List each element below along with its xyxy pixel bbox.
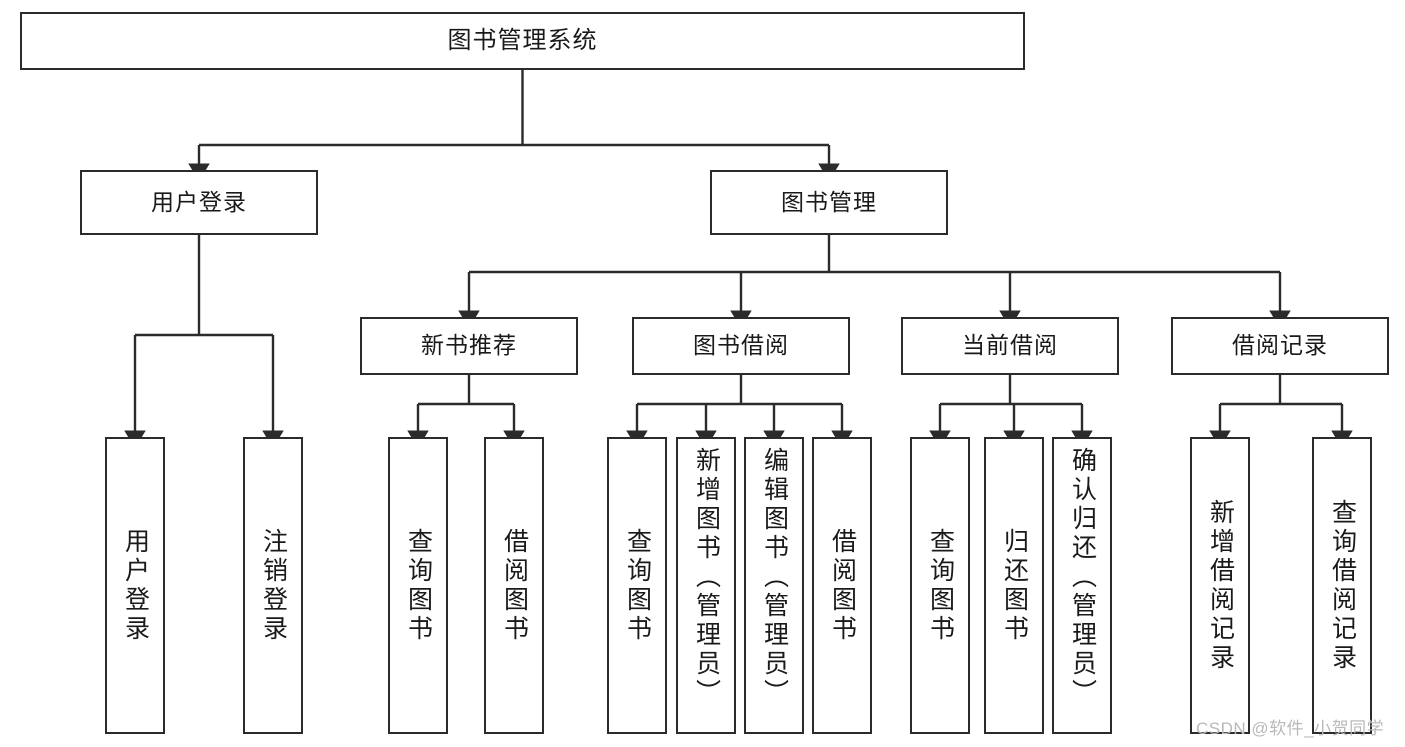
node-label: 查询图书	[926, 527, 955, 644]
node-leaf-borrow-book-2[interactable]: 借阅图书	[812, 437, 872, 734]
node-book-manage[interactable]: 图书管理	[710, 170, 948, 235]
node-leaf-query-book-3[interactable]: 查询图书	[910, 437, 970, 734]
node-book-borrow[interactable]: 图书借阅	[632, 317, 850, 375]
node-leaf-return-book[interactable]: 归还图书	[984, 437, 1044, 734]
node-label: 用户登录	[121, 527, 150, 644]
node-root[interactable]: 图书管理系统	[20, 12, 1025, 70]
node-leaf-confirm-return[interactable]: 确认归还（管理员）	[1052, 437, 1112, 734]
node-user-login[interactable]: 用户登录	[80, 170, 318, 235]
node-leaf-add-book[interactable]: 新增图书（管理员）	[676, 437, 736, 734]
node-label: 图书管理	[781, 188, 877, 215]
node-label: 查询图书	[404, 527, 433, 644]
node-label: 当前借阅	[962, 332, 1058, 359]
node-label: 查询借阅记录	[1328, 498, 1357, 673]
node-leaf-query-book-1[interactable]: 查询图书	[388, 437, 448, 734]
node-leaf-edit-book[interactable]: 编辑图书（管理员）	[744, 437, 804, 734]
node-leaf-user-logout[interactable]: 注销登录	[243, 437, 303, 734]
node-label: 借阅记录	[1232, 332, 1328, 359]
node-borrow-record[interactable]: 借阅记录	[1171, 317, 1389, 375]
node-label: 图书借阅	[693, 332, 789, 359]
node-label: 借阅图书	[500, 527, 529, 644]
node-leaf-query-record[interactable]: 查询借阅记录	[1312, 437, 1372, 734]
node-leaf-query-book-2[interactable]: 查询图书	[607, 437, 667, 734]
node-leaf-user-login[interactable]: 用户登录	[105, 437, 165, 734]
node-current-borrow[interactable]: 当前借阅	[901, 317, 1119, 375]
node-label: 注销登录	[259, 527, 288, 644]
csdn-watermark: CSDN @软件_小贺同学	[1196, 719, 1385, 738]
node-label: 图书管理系统	[447, 26, 598, 54]
node-label: 新书推荐	[421, 332, 517, 359]
node-label: 新增借阅记录	[1206, 498, 1235, 673]
node-new-book-recommend[interactable]: 新书推荐	[360, 317, 578, 375]
node-label: 查询图书	[623, 527, 652, 644]
node-label: 用户登录	[151, 188, 247, 215]
node-leaf-borrow-book-1[interactable]: 借阅图书	[484, 437, 544, 734]
node-label: 确认归还（管理员）	[1068, 447, 1097, 708]
node-label: 借阅图书	[828, 527, 857, 644]
node-label: 新增图书（管理员）	[692, 447, 721, 708]
node-label: 归还图书	[1000, 527, 1029, 644]
node-label: 编辑图书（管理员）	[760, 447, 789, 708]
node-leaf-add-record[interactable]: 新增借阅记录	[1190, 437, 1250, 734]
